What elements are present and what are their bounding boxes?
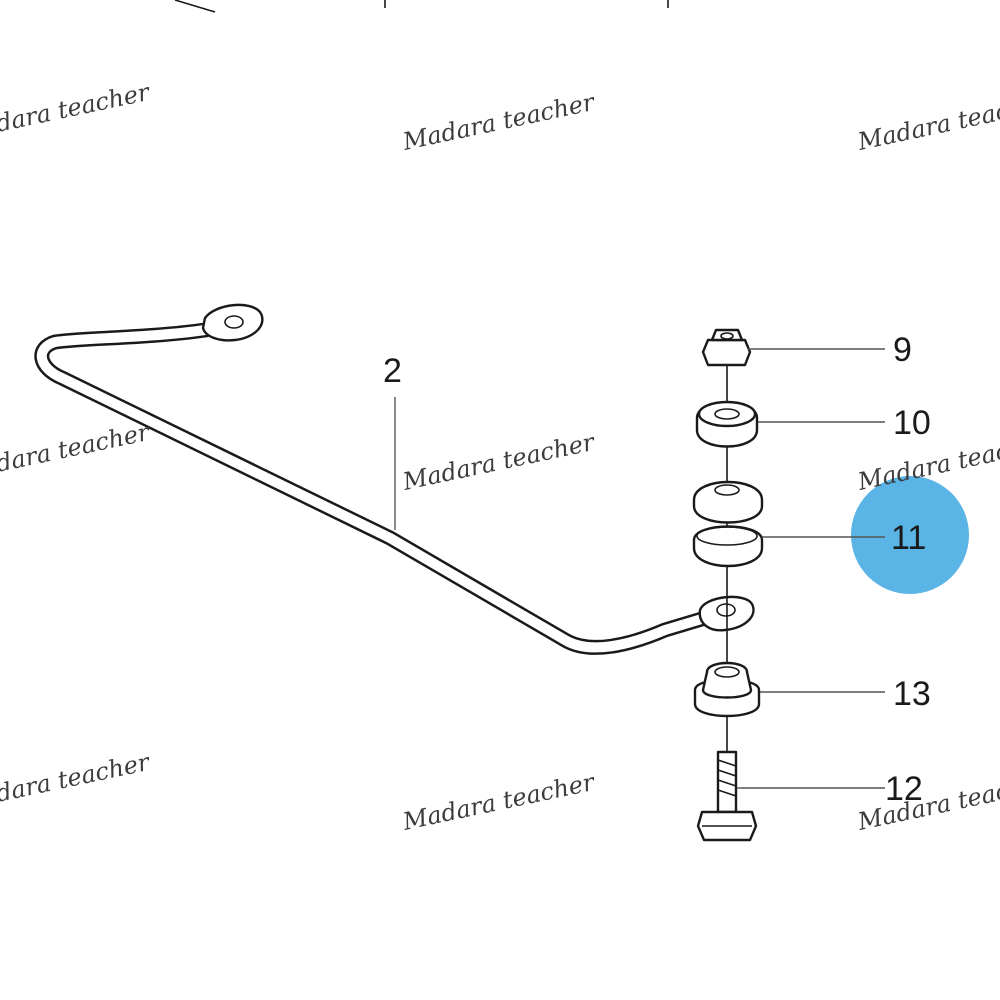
bolt: [696, 750, 758, 842]
leader-lines: [394, 348, 885, 789]
highlight-circle: [851, 476, 969, 594]
watermark: Madara teacher: [399, 768, 598, 836]
callout-12: 12: [885, 770, 923, 808]
callout-11: 11: [891, 519, 926, 557]
nut: [701, 328, 752, 367]
callout-2: 2: [383, 352, 402, 390]
stabilizer-bar: [34, 303, 755, 655]
callout-10: 10: [893, 404, 931, 442]
upper-washer: [695, 400, 759, 448]
callout-13: 13: [893, 675, 931, 713]
watermark: Madara teacher: [399, 428, 598, 496]
watermark: Madara teacher: [854, 768, 1000, 836]
bushing: [692, 480, 764, 568]
watermark: Madara teacher: [854, 88, 1000, 156]
watermark: Madara teacher: [0, 418, 153, 486]
watermark: Madara teacher: [0, 78, 153, 146]
callout-9: 9: [893, 331, 912, 369]
watermarks: Madara teacher Madara teacher Madara tea…: [0, 78, 1000, 836]
lower-cup: [693, 661, 761, 718]
watermark: Madara teacher: [399, 88, 598, 156]
watermark: Madara teacher: [0, 748, 153, 816]
top-edge-marks: [174, 0, 669, 13]
